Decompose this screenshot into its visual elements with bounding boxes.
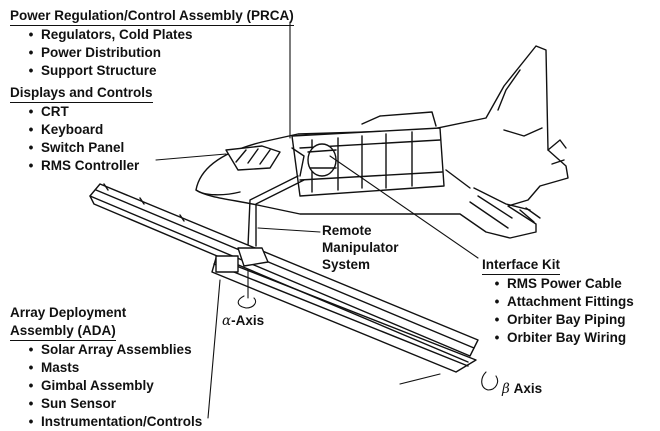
rms-label: Remote Manipulator System (322, 223, 399, 272)
beta-symbol: β (502, 381, 510, 397)
list-item: •Support Structure (28, 63, 157, 78)
ada-callout: Array Deployment Assembly (ADA) •Solar A… (10, 304, 202, 431)
displays-callout: Displays and Controls •CRT •Keyboard •Sw… (10, 84, 153, 175)
leader-lines (155, 21, 499, 419)
interface-kit-callout: Interface Kit •RMS Power Cable •Attachme… (482, 256, 634, 347)
list-item: •Switch Panel (28, 140, 125, 155)
list-item: •RMS Controller (28, 158, 140, 173)
list-item: •CRT (28, 104, 69, 119)
list-item: •Masts (28, 360, 80, 375)
alpha-symbol: α (222, 313, 232, 329)
displays-title: Displays and Controls (10, 84, 153, 103)
list-item: •Instrumentation/Controls (28, 414, 203, 429)
list-item: •Regulators, Cold Plates (28, 27, 193, 42)
solar-array-illustration (89, 183, 479, 373)
list-item: •Orbiter Bay Wiring (494, 330, 627, 345)
list-item: •Orbiter Bay Piping (494, 312, 626, 327)
list-item: •Solar Array Assemblies (28, 342, 192, 357)
list-item: •Keyboard (28, 122, 104, 137)
list-item: •Power Distribution (28, 45, 162, 60)
prca-title: Power Regulation/Control Assembly (PRCA) (10, 7, 294, 26)
list-item: •Gimbal Assembly (28, 378, 154, 393)
ada-title-line1: Array Deployment (10, 305, 127, 320)
alpha-axis-label: α-Axis (222, 313, 265, 329)
prca-callout: Power Regulation/Control Assembly (PRCA)… (10, 7, 294, 80)
list-item: •Attachment Fittings (494, 294, 634, 309)
beta-axis-label: β Axis (502, 381, 543, 397)
interface-kit-title: Interface Kit (482, 256, 561, 275)
list-item: •Sun Sensor (28, 396, 117, 411)
ada-title-line2: Assembly (ADA) (10, 322, 116, 341)
list-item: •RMS Power Cable (494, 276, 622, 291)
rms-arm-illustration (247, 147, 305, 247)
